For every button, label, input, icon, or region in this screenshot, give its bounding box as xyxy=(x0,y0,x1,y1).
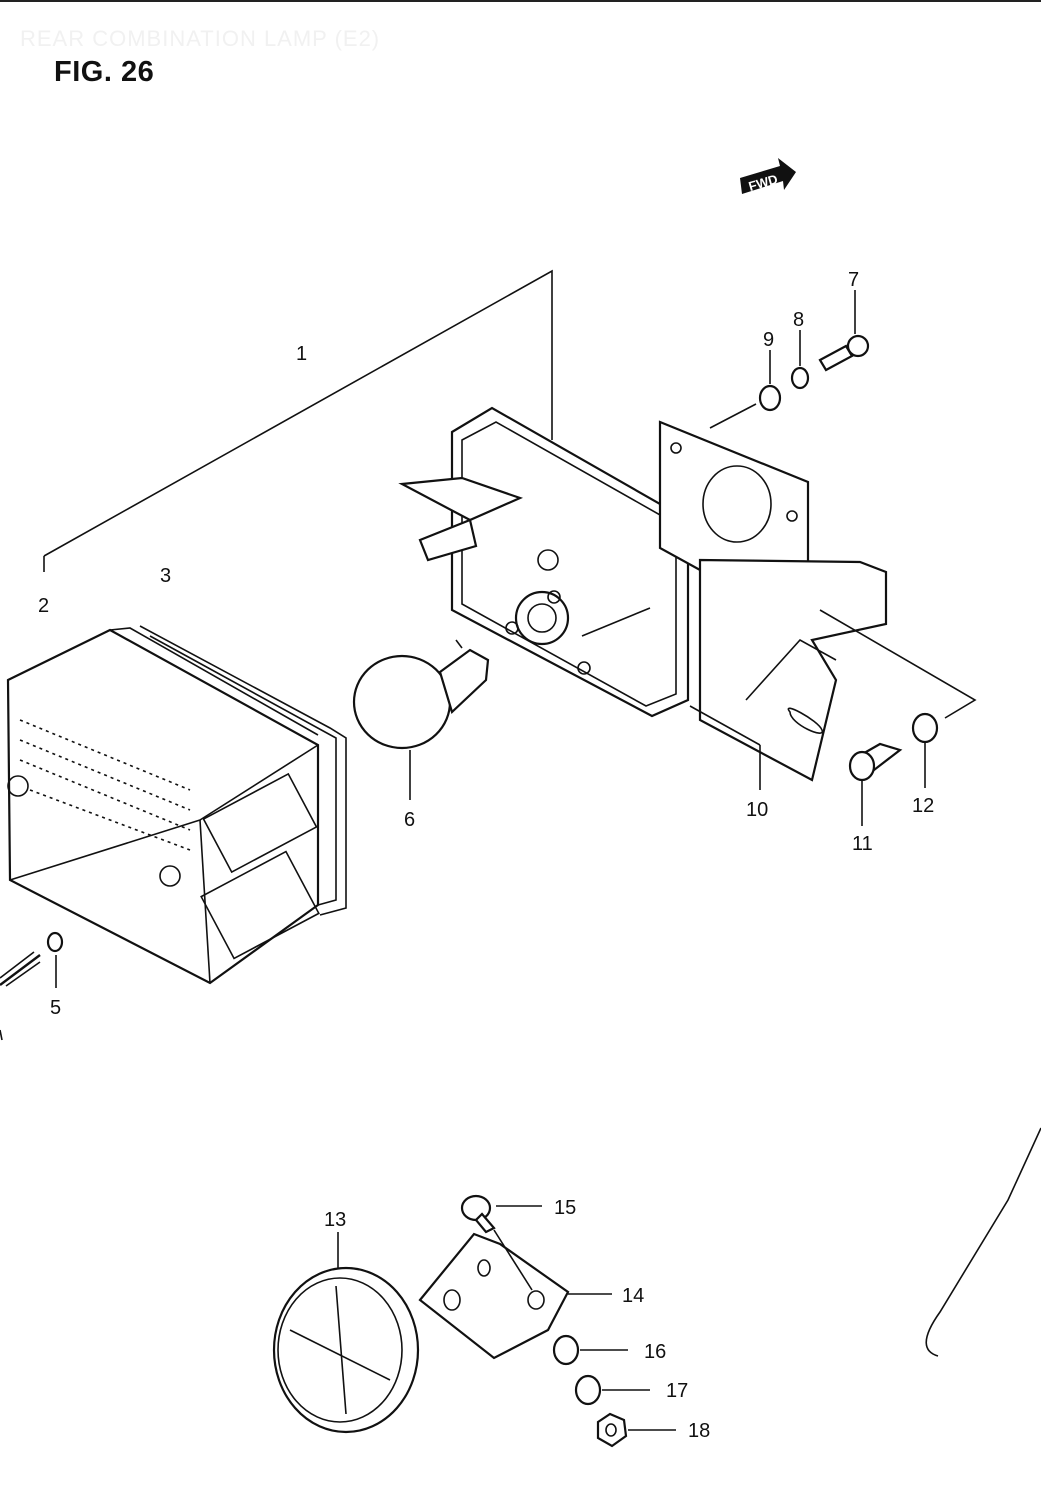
callout-15: 15 xyxy=(554,1197,576,1219)
bracket-screw xyxy=(818,290,870,372)
callout-10: 10 xyxy=(746,799,768,821)
callout-5: 5 xyxy=(50,997,61,1019)
section-title: REAR COMBINATION LAMP (E2) xyxy=(20,26,381,51)
callout-2: 2 xyxy=(38,595,49,617)
top-border xyxy=(0,0,1041,2)
callout-18: 18 xyxy=(688,1420,710,1442)
callout-17: 17 xyxy=(666,1380,688,1402)
reflector-lock-washer xyxy=(574,1374,650,1406)
callout-1: 1 xyxy=(296,343,307,365)
mounting-bracket xyxy=(658,420,888,790)
gasket xyxy=(139,625,347,916)
bracket-bolt xyxy=(848,742,903,826)
callout-7: 7 xyxy=(848,269,859,291)
lens-housing xyxy=(6,627,320,985)
callout-9: 9 xyxy=(763,329,774,351)
edge-artifact-lines xyxy=(0,1029,1041,1357)
callout-13: 13 xyxy=(324,1209,346,1231)
lamp-body xyxy=(398,406,690,718)
lens-screw xyxy=(0,931,64,988)
assembly-bracket-1 xyxy=(43,269,553,572)
lock-washer xyxy=(790,330,810,390)
callout-labels: 1 2 3 5 6 7 8 9 10 11 12 13 14 15 16 17 … xyxy=(38,269,934,1442)
flat-washer xyxy=(709,350,782,429)
bolt-washer xyxy=(819,609,977,788)
reflector xyxy=(272,1232,420,1434)
callout-3: 3 xyxy=(160,565,171,587)
callout-6: 6 xyxy=(404,809,415,831)
bulb xyxy=(352,639,490,800)
reflector-washer xyxy=(552,1334,628,1366)
callout-16: 16 xyxy=(644,1341,666,1363)
reflector-bracket xyxy=(418,1232,612,1360)
reflector-screw xyxy=(460,1194,542,1291)
callout-8: 8 xyxy=(793,309,804,331)
fwd-direction-marker: FWD xyxy=(740,158,796,194)
forward-arrow-icon xyxy=(740,158,796,194)
reflector-nut xyxy=(596,1412,676,1448)
callout-14: 14 xyxy=(622,1285,644,1307)
callout-12: 12 xyxy=(912,795,934,817)
callout-11: 11 xyxy=(852,833,873,855)
figure-label: FIG. 26 xyxy=(54,56,155,88)
